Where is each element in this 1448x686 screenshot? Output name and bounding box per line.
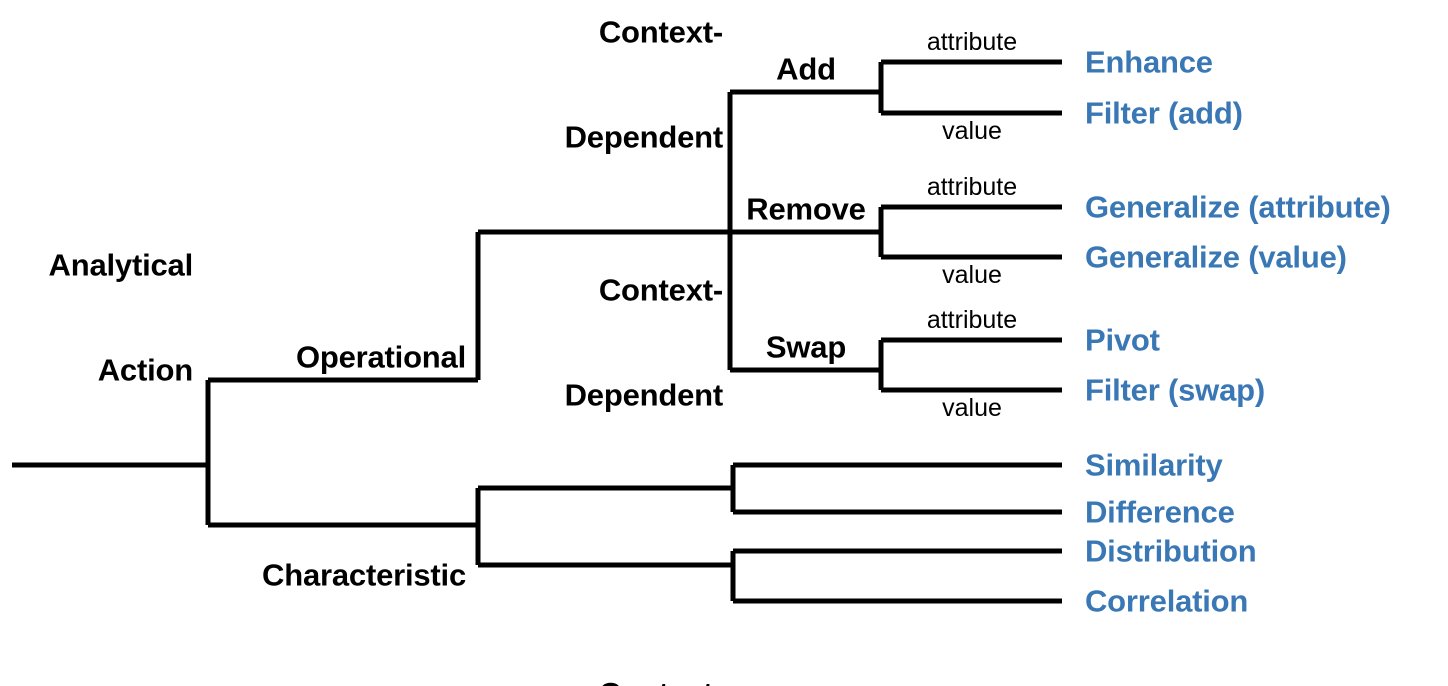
node-cd-op-line2: Dependent xyxy=(564,118,724,154)
node-characteristic: Characteristic xyxy=(262,557,466,593)
node-cd-char-line2: Dependent xyxy=(564,376,724,412)
node-context-dependent-operational: Context- Dependent xyxy=(564,0,724,224)
edge-label-add-attribute: attribute xyxy=(926,28,1018,56)
node-context-dependent-characteristic: Context- Dependent xyxy=(564,204,724,482)
edge-label-remove-value: value xyxy=(942,261,1002,289)
node-operational: Operational xyxy=(295,339,466,375)
leaf-filter-add: Filter (add) xyxy=(1085,95,1243,131)
edge-label-swap-value: value xyxy=(942,394,1002,422)
node-analytical-action: Analytical Action xyxy=(48,179,194,457)
node-cd-char-line1: Context- xyxy=(598,272,723,308)
node-add: Add xyxy=(776,51,836,87)
leaf-distribution: Distribution xyxy=(1085,533,1257,569)
node-analytical-action-line1: Analytical xyxy=(48,247,194,283)
node-remove: Remove xyxy=(746,191,866,227)
node-analytical-action-line2: Action xyxy=(97,351,193,387)
edge-label-add-value: value xyxy=(942,117,1002,145)
leaf-difference: Difference xyxy=(1085,494,1235,530)
leaf-enhance: Enhance xyxy=(1085,44,1213,80)
edge-label-swap-attribute: attribute xyxy=(926,306,1018,334)
leaf-pivot: Pivot xyxy=(1085,322,1160,358)
edge-label-remove-attribute: attribute xyxy=(926,173,1018,201)
leaf-correlation: Correlation xyxy=(1085,583,1249,619)
leaf-generalize-attribute: Generalize (attribute) xyxy=(1085,189,1391,225)
node-swap: Swap xyxy=(765,329,847,365)
node-cd-op-line1: Context- xyxy=(598,14,723,50)
node-ci-line1: Context- xyxy=(541,677,723,686)
node-context-independent: Context- Independent xyxy=(541,608,723,686)
leaf-similarity: Similarity xyxy=(1085,447,1223,483)
leaf-filter-swap: Filter (swap) xyxy=(1085,372,1265,408)
leaf-generalize-value: Generalize (value) xyxy=(1085,239,1347,275)
